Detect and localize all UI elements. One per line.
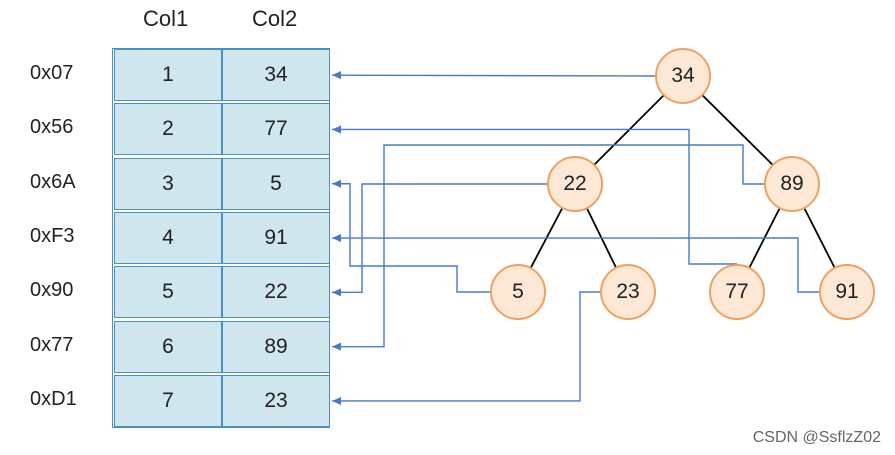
tree-node: 5 [490,264,546,320]
table-cell-col1: 2 [114,103,222,156]
pointer-arrow [332,179,490,293]
pointer-arrow [331,234,819,293]
tree-node: 91 [819,264,875,320]
table-cell-col2: 89 [222,320,330,373]
tree-node: 34 [655,48,711,104]
table-cell-col1: 7 [114,374,222,427]
row-address: 0x6A [30,170,76,193]
column-header-col2: Col2 [252,6,298,31]
pointer-arrow [332,183,547,297]
column-header-col1: Col1 [143,6,189,31]
table-cell-col2: 22 [222,266,330,319]
tree-node: 89 [764,156,820,212]
tree-node: 22 [547,156,603,212]
pointer-arrow [332,291,600,405]
pointer-arrow [332,125,737,265]
tree-node: 77 [709,264,765,320]
table-cell-col2: 23 [222,374,330,427]
row-address: 0x56 [30,116,74,139]
table-cell-col2: 77 [222,103,330,156]
row-address: 0xF3 [30,224,75,247]
watermark: CSDN @SsflzZ02 [752,429,881,446]
table-cell-col1: 4 [114,211,222,264]
table-cell-col1: 1 [114,49,222,101]
row-address: 0xD1 [30,387,77,410]
row-address: 0x90 [30,279,74,302]
table-cell-col2: 34 [222,49,330,101]
row-address: 0x77 [30,333,74,356]
table-cell-col1: 3 [114,157,222,210]
table-cell-col1: 5 [114,266,222,319]
pointer-arrow [331,71,656,80]
row-address: 0x07 [30,62,74,84]
table-cell-col2: 91 [222,211,330,264]
table-cell-col1: 6 [114,320,222,373]
tree-node: 23 [600,264,656,320]
pointer-arrow [332,144,764,351]
table-cell-col2: 5 [222,157,330,210]
